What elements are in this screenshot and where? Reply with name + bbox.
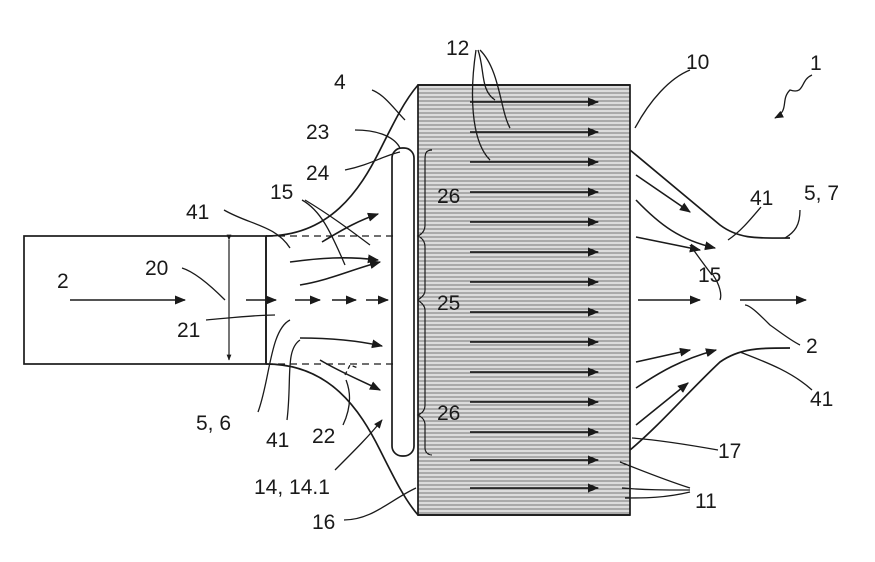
label-2-outlet: 2 <box>806 335 818 358</box>
label-11: 11 <box>695 490 717 513</box>
label-15-left: 15 <box>270 181 293 204</box>
outlet-flow-arrows <box>636 175 806 425</box>
label-16: 16 <box>312 511 335 534</box>
label-4: 4 <box>334 71 346 94</box>
label-41-top-right: 41 <box>750 187 773 210</box>
label-25: 25 <box>437 292 460 315</box>
label-15-right: 15 <box>698 264 721 287</box>
label-41-top-left: 41 <box>186 201 209 224</box>
inlet-pipe <box>24 236 266 364</box>
label-1: 1 <box>810 52 822 75</box>
inlet-cone-upper-wall <box>266 85 418 236</box>
label-5-6: 5, 6 <box>196 412 231 435</box>
reference-arrow-1 <box>775 75 812 118</box>
label-2-inlet: 2 <box>57 270 69 293</box>
flow-guide-plate <box>392 148 414 456</box>
label-41-bottom-left: 41 <box>266 429 289 452</box>
label-20: 20 <box>145 257 168 280</box>
label-21: 21 <box>177 319 200 342</box>
label-23: 23 <box>306 121 329 144</box>
label-5-7: 5, 7 <box>804 182 839 205</box>
outlet-cone-lower-wall <box>630 348 790 450</box>
label-26-bottom: 26 <box>437 402 460 425</box>
label-26-top: 26 <box>437 185 460 208</box>
label-24: 24 <box>306 162 330 185</box>
label-14: 14, 14.1 <box>254 476 330 499</box>
label-12: 12 <box>446 37 469 60</box>
label-17: 17 <box>718 440 741 463</box>
label-22: 22 <box>312 425 335 448</box>
label-10: 10 <box>686 51 709 74</box>
label-41-bottom-right: 41 <box>810 388 833 411</box>
